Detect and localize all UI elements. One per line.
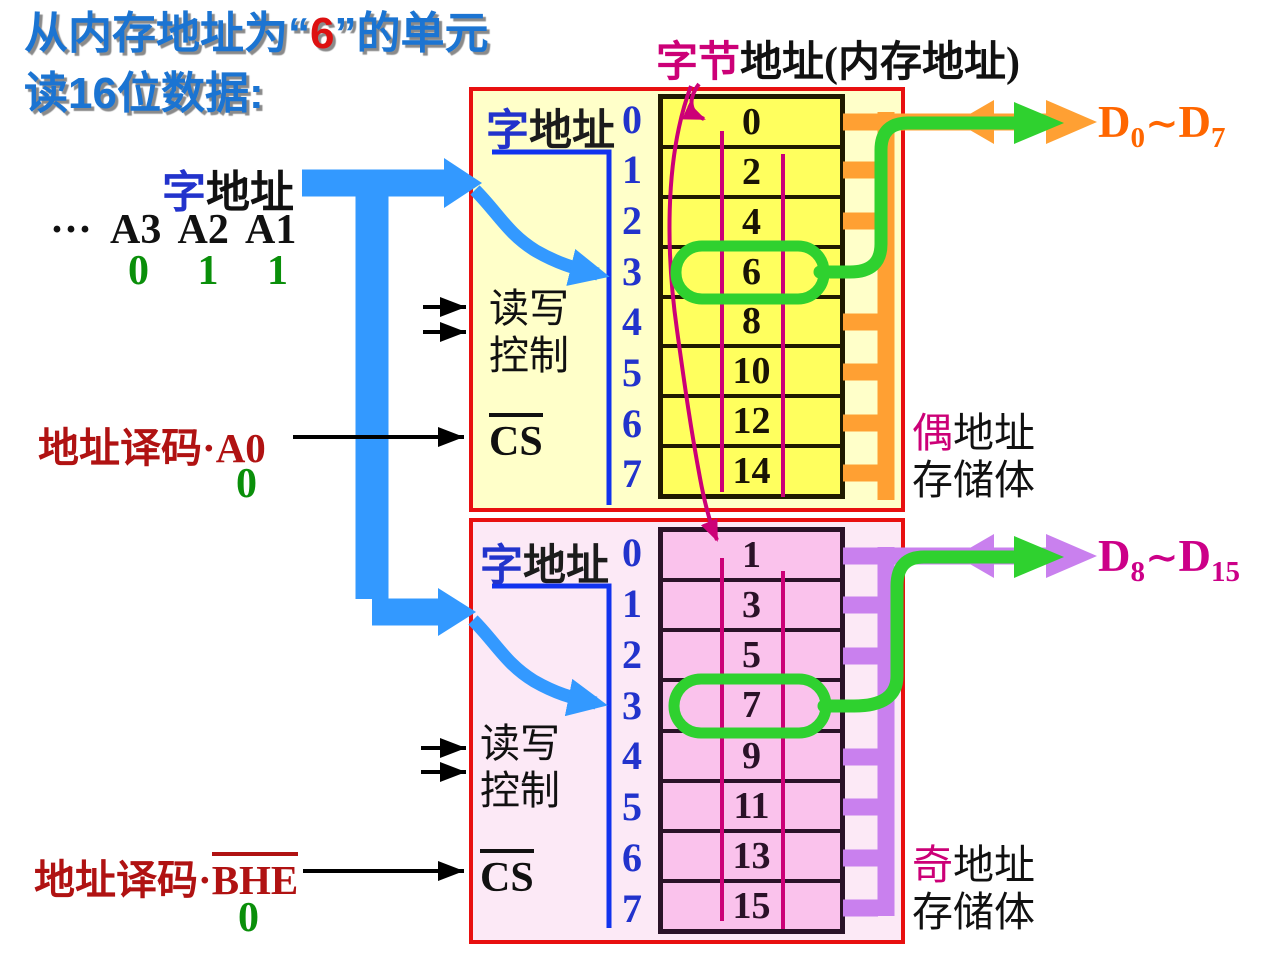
odd-word-address-4: 4: [622, 733, 642, 779]
decoder-bhe-value: 0: [238, 895, 259, 941]
title-line-1: 从内存地址为“6”的单元: [24, 9, 489, 58]
even-cell-1: 2: [663, 144, 840, 195]
control-arrows: [293, 297, 466, 881]
odd-bus-left-arrowhead: [956, 534, 994, 578]
even-bank-table: 0 2 4 6 8 10 12 14: [658, 94, 845, 499]
odd-cell-6: 13: [663, 828, 840, 879]
even-cell-2: 4: [663, 194, 840, 245]
even-cell-0: 0: [742, 100, 761, 143]
byte-address-header: 字节地址(内存地址): [656, 40, 1020, 86]
word-address-source-label: 字地址: [162, 168, 294, 217]
odd-rw-control-label: 读写 控制: [480, 721, 560, 813]
even-bank-side-label: 偶地址 存储体: [912, 410, 1035, 503]
even-cs-label: CS: [489, 413, 543, 466]
odd-cell-3-highlighted: 7: [663, 678, 840, 728]
odd-bank-side-label: 奇地址 存储体: [912, 842, 1035, 935]
odd-word-address-7: 7: [622, 886, 642, 932]
decoder-a0-label: 地址译码·A0: [38, 425, 266, 471]
even-bus-left-arrowhead: [956, 100, 994, 144]
even-cell-3-highlighted: 6: [663, 244, 840, 295]
address-bit-names: A3 A2 A1: [110, 207, 297, 253]
even-bus-right-arrowhead: [1046, 100, 1097, 144]
odd-word-address-2: 2: [622, 631, 642, 677]
odd-bus-right-arrowhead: [1046, 534, 1097, 578]
odd-word-address-3: 3: [622, 682, 642, 728]
odd-cell-0: 1: [742, 534, 761, 577]
decoder-bhe-label: 地址译码·BHE: [34, 846, 299, 906]
odd-word-address-1: 1: [622, 580, 642, 626]
odd-cell-1: 3: [663, 578, 840, 628]
address-bit-values: 0 1 1: [128, 248, 288, 294]
data-bus-high-label: D8∼D15: [1098, 531, 1241, 588]
even-rw-control-label: 读写 控制: [489, 286, 569, 378]
even-word-address-0: 0: [622, 96, 642, 142]
odd-data-arrowhead: [1014, 536, 1064, 578]
odd-bank-table: 1 3 5 7 9 11 13 15: [658, 527, 845, 934]
odd-word-address-label: 字地址: [480, 543, 609, 590]
even-word-address-7: 7: [622, 451, 642, 497]
even-word-address-3: 3: [622, 248, 642, 294]
even-cell-4: 8: [663, 294, 840, 345]
highlighted-address: 6: [310, 9, 335, 58]
odd-cs-label: CS: [480, 849, 534, 902]
even-word-address-5: 5: [622, 349, 642, 395]
address-bits-row: ··· A3 A2 A1: [50, 206, 296, 254]
even-word-address-label: 字地址: [486, 108, 615, 155]
title-line-2: 读16位数据:: [24, 69, 264, 118]
odd-cell-5: 11: [663, 778, 840, 829]
bhe-overline: BHE: [211, 852, 299, 904]
even-word-address-1: 1: [622, 147, 642, 193]
even-cell-6: 12: [663, 394, 840, 444]
odd-word-address-6: 6: [622, 835, 642, 881]
even-data-arrowhead: [1014, 102, 1064, 144]
even-word-address-4: 4: [622, 299, 642, 345]
even-cell-7: 14: [663, 444, 840, 494]
odd-word-address-5: 5: [622, 784, 642, 830]
odd-word-address-column: 0 1 2 3 4 5 6 7: [612, 527, 652, 934]
ellipsis: ···: [50, 207, 93, 253]
decoder-a0-value: 0: [236, 461, 257, 507]
page-title: 从内存地址为“6”的单元 读16位数据:: [24, 4, 488, 124]
even-word-address-2: 2: [622, 198, 642, 244]
even-word-address-column: 0 1 2 3 4 5 6 7: [612, 94, 652, 499]
odd-word-address-0: 0: [622, 529, 642, 575]
odd-cell-4: 9: [663, 728, 840, 779]
even-word-address-6: 6: [622, 400, 642, 446]
odd-cell-2: 5: [663, 628, 840, 678]
data-bus-low-label: D0∼D7: [1098, 97, 1226, 154]
even-cell-5: 10: [663, 344, 840, 394]
odd-cell-7: 15: [663, 878, 840, 929]
